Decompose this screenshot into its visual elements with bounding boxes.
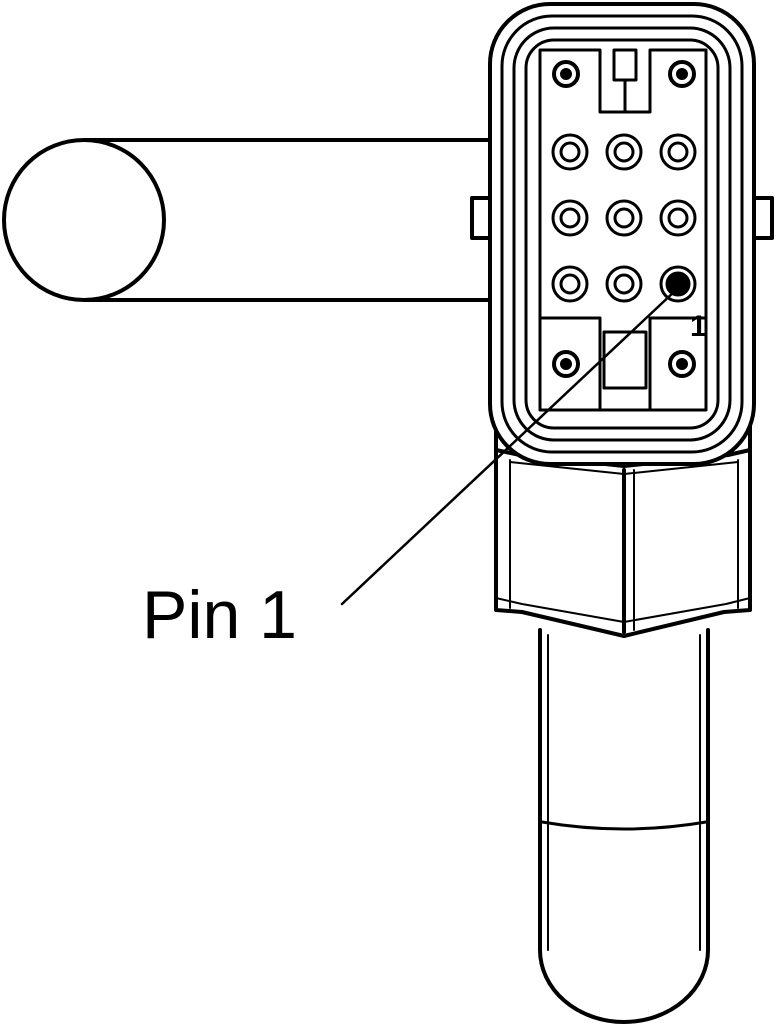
pin-grid [551,133,697,303]
mount-hole-bottom-right-dot [676,358,688,370]
connector-housing: 1 [488,2,756,466]
pin-row3-col2-socket [605,265,643,303]
pin-row2-col3-socket [659,199,697,237]
mount-hole-top-left [552,60,580,88]
probe-band [540,820,708,831]
bottom-key [538,316,708,412]
probe-body [538,628,710,1024]
mount-hole-top-right [668,60,696,88]
pin-row1-col3-socket [659,133,697,171]
pin-field-outline [538,48,708,412]
hex-nut [494,413,752,638]
pin-1-socket [659,265,697,303]
housing-rim-1 [500,14,744,454]
bottom-key-slot [602,330,648,390]
callout-leader-line [340,288,678,606]
pin-row1-col3 [667,141,689,163]
mount-hole-bottom-left-dot [560,358,572,370]
pin-row1-col2 [613,141,635,163]
probe-tube [538,628,710,1024]
pin-row3-col2 [613,273,635,295]
mounting-holes [552,60,696,378]
pin-1 [665,271,691,297]
pin-row3-col1 [559,273,581,295]
pin-row1-col1 [559,141,581,163]
pin-row2-col1-socket [551,199,589,237]
pin-row1-col2-socket [605,133,643,171]
cable-end [2,138,166,302]
pin-row2-col3 [667,207,689,229]
mount-hole-top-left-dot [560,68,572,80]
callout-label: Pin 1 [142,577,297,653]
pin-row1-col1-socket [551,133,589,171]
pin-row2-col2 [613,207,635,229]
pin-row2-col1 [559,207,581,229]
mount-hole-bottom-right [668,350,696,378]
housing-rim-2 [512,26,732,442]
mount-hole-top-right-dot [676,68,688,80]
pin-row2-col2-socket [605,199,643,237]
pin-row3-col1-socket [551,265,589,303]
cable-body [82,138,496,302]
housing-face [524,38,720,430]
mount-hole-bottom-left [552,350,580,378]
cable [2,138,496,302]
pin-number-marker: 1 [690,310,707,343]
hex-nut-bottom-bevel [495,597,751,623]
